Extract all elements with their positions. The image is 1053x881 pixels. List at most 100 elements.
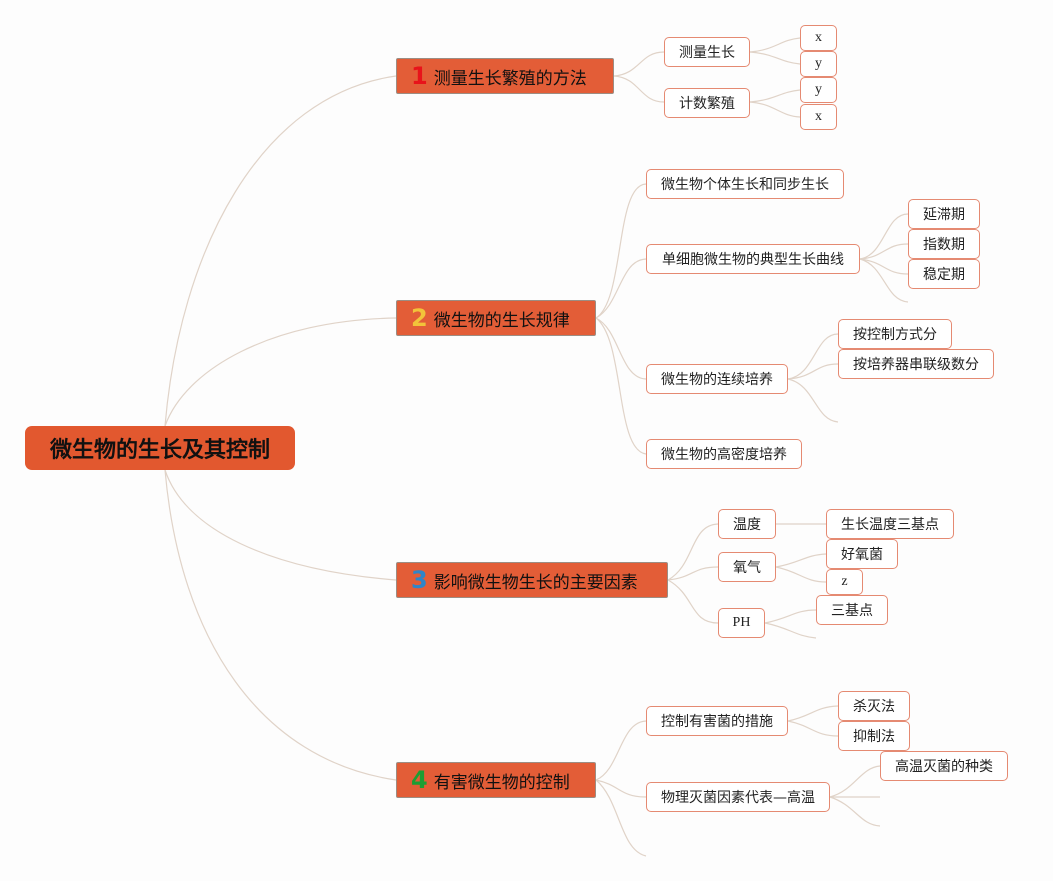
leaf-x-1[interactable]: x bbox=[800, 25, 837, 51]
leaf-label: 生长温度三基点 bbox=[841, 517, 939, 533]
link-b1c2-x bbox=[749, 101, 801, 118]
link-b3c3-1 bbox=[764, 609, 817, 624]
branch-label-3: 影响微生物生长的主要因素 bbox=[433, 572, 638, 593]
leaf-sterilization[interactable]: 杀灭法 bbox=[838, 691, 910, 721]
leaf-label: x bbox=[815, 30, 822, 45]
subtopic-label: 物理灭菌因素代表—高温 bbox=[661, 790, 815, 806]
leaf-label: y bbox=[815, 56, 822, 71]
branch-number-2: 2 bbox=[411, 304, 428, 332]
link-b4-c3 bbox=[595, 779, 647, 857]
link-b2c3-3 bbox=[787, 378, 839, 423]
subtopic-label: 测量生长 bbox=[679, 45, 735, 61]
link-b2c3-2 bbox=[787, 363, 839, 380]
link-b4-c2 bbox=[595, 779, 647, 798]
branch-number-3: 3 bbox=[411, 566, 428, 594]
link-root-branch-4 bbox=[164, 469, 397, 781]
link-b2c3-1 bbox=[787, 333, 839, 380]
link-b2c2-1 bbox=[859, 213, 909, 260]
link-b4c1-2 bbox=[787, 720, 839, 737]
subtopic-label: PH bbox=[732, 615, 751, 630]
subtopic-label: 温度 bbox=[733, 517, 761, 533]
leaf-by-control-method[interactable]: 按控制方式分 bbox=[838, 319, 952, 349]
subtopic-measure-growth[interactable]: 测量生长 bbox=[664, 37, 750, 67]
branch-label-1: 测量生长繁殖的方法 bbox=[433, 68, 587, 89]
subtopic-label: 微生物的连续培养 bbox=[661, 372, 773, 388]
leaf-label: y bbox=[815, 82, 822, 97]
branch-label-2: 微生物的生长规律 bbox=[433, 310, 570, 331]
leaf-z[interactable]: z bbox=[826, 569, 863, 595]
link-b3-c1 bbox=[667, 523, 719, 581]
leaf-heat-sterilization-types[interactable]: 高温灭菌的种类 bbox=[880, 751, 1008, 781]
leaf-growth-temp-points[interactable]: 生长温度三基点 bbox=[826, 509, 954, 539]
leaf-label: 三基点 bbox=[831, 603, 873, 619]
root-topic-label: 微生物的生长及其控制 bbox=[49, 438, 270, 463]
branch-label-4: 有害微生物的控制 bbox=[433, 772, 570, 793]
branch-topic-2[interactable]: 2 微生物的生长规律 bbox=[396, 300, 596, 336]
leaf-stationary-phase[interactable]: 稳定期 bbox=[908, 259, 980, 289]
leaf-by-series-stages[interactable]: 按培养器串联级数分 bbox=[838, 349, 994, 379]
link-b3-c3 bbox=[667, 579, 719, 624]
subtopic-label: 微生物的高密度培养 bbox=[661, 447, 787, 463]
subtopic-label: 单细胞微生物的典型生长曲线 bbox=[662, 252, 844, 268]
link-b3-c2 bbox=[667, 566, 719, 581]
leaf-log-phase[interactable]: 指数期 bbox=[908, 229, 980, 259]
link-b4c1-1 bbox=[787, 705, 839, 722]
link-b3c3-2 bbox=[764, 622, 817, 639]
branch-number-4: 4 bbox=[411, 766, 428, 794]
branch-topic-3[interactable]: 3 影响微生物生长的主要因素 bbox=[396, 562, 668, 598]
link-b1c2-y bbox=[749, 89, 801, 103]
link-b4c2-3 bbox=[829, 796, 881, 827]
subtopic-high-density-culture[interactable]: 微生物的高密度培养 bbox=[646, 439, 802, 469]
leaf-label: 指数期 bbox=[923, 237, 965, 253]
root-topic[interactable]: 微生物的生长及其控制 bbox=[25, 426, 295, 470]
leaf-lag-phase[interactable]: 延滞期 bbox=[908, 199, 980, 229]
leaf-label: 按控制方式分 bbox=[853, 327, 937, 343]
subtopic-control-measures[interactable]: 控制有害菌的措施 bbox=[646, 706, 788, 736]
link-b2-c3 bbox=[595, 317, 647, 380]
leaf-x-2[interactable]: x bbox=[800, 104, 837, 130]
leaf-label: 抑制法 bbox=[853, 729, 895, 745]
link-b2c2-2 bbox=[859, 243, 909, 260]
leaf-label: 好氧菌 bbox=[841, 547, 883, 563]
subtopic-high-temperature[interactable]: 物理灭菌因素代表—高温 bbox=[646, 782, 830, 812]
link-b4c2-1 bbox=[829, 765, 881, 798]
link-b1-c1 bbox=[613, 51, 665, 77]
leaf-three-points[interactable]: 三基点 bbox=[816, 595, 888, 625]
leaf-label: x bbox=[815, 109, 822, 124]
link-root-branch-3 bbox=[164, 469, 397, 581]
subtopic-continuous-culture[interactable]: 微生物的连续培养 bbox=[646, 364, 788, 394]
link-root-branch-1 bbox=[164, 75, 397, 427]
subtopic-label: 微生物个体生长和同步生长 bbox=[661, 177, 829, 193]
leaf-label: 按培养器串联级数分 bbox=[853, 357, 979, 373]
link-b2c2-4 bbox=[859, 258, 909, 303]
subtopic-label: 计数繁殖 bbox=[679, 96, 735, 112]
subtopic-label: 控制有害菌的措施 bbox=[661, 714, 773, 730]
leaf-y-1[interactable]: y bbox=[800, 51, 837, 77]
subtopic-oxygen[interactable]: 氧气 bbox=[718, 552, 776, 582]
subtopic-temperature[interactable]: 温度 bbox=[718, 509, 776, 539]
branch-topic-4[interactable]: 4 有害微生物的控制 bbox=[396, 762, 596, 798]
link-b4-c1 bbox=[595, 720, 647, 781]
subtopic-label: 氧气 bbox=[733, 560, 761, 576]
link-b2-c2 bbox=[595, 258, 647, 319]
leaf-inhibition[interactable]: 抑制法 bbox=[838, 721, 910, 751]
leaf-label: 延滞期 bbox=[923, 207, 965, 223]
subtopic-individual-growth[interactable]: 微生物个体生长和同步生长 bbox=[646, 169, 844, 199]
subtopic-count-reproduction[interactable]: 计数繁殖 bbox=[664, 88, 750, 118]
leaf-label: 高温灭菌的种类 bbox=[895, 759, 993, 775]
leaf-label: 杀灭法 bbox=[853, 699, 895, 715]
subtopic-ph[interactable]: PH bbox=[718, 608, 765, 638]
leaf-label: z bbox=[841, 574, 848, 589]
subtopic-growth-curve[interactable]: 单细胞微生物的典型生长曲线 bbox=[646, 244, 860, 274]
branch-topic-1[interactable]: 1 测量生长繁殖的方法 bbox=[396, 58, 614, 94]
link-b2c2-3 bbox=[859, 258, 909, 275]
leaf-label: 稳定期 bbox=[923, 267, 965, 283]
leaf-y-2[interactable]: y bbox=[800, 77, 837, 103]
branch-number-1: 1 bbox=[411, 62, 428, 90]
link-b1c1-x bbox=[749, 37, 801, 53]
leaf-aerobe[interactable]: 好氧菌 bbox=[826, 539, 898, 569]
link-b1-c2 bbox=[613, 75, 665, 103]
link-b1c1-y bbox=[749, 51, 801, 65]
link-b2-c1 bbox=[595, 183, 647, 319]
